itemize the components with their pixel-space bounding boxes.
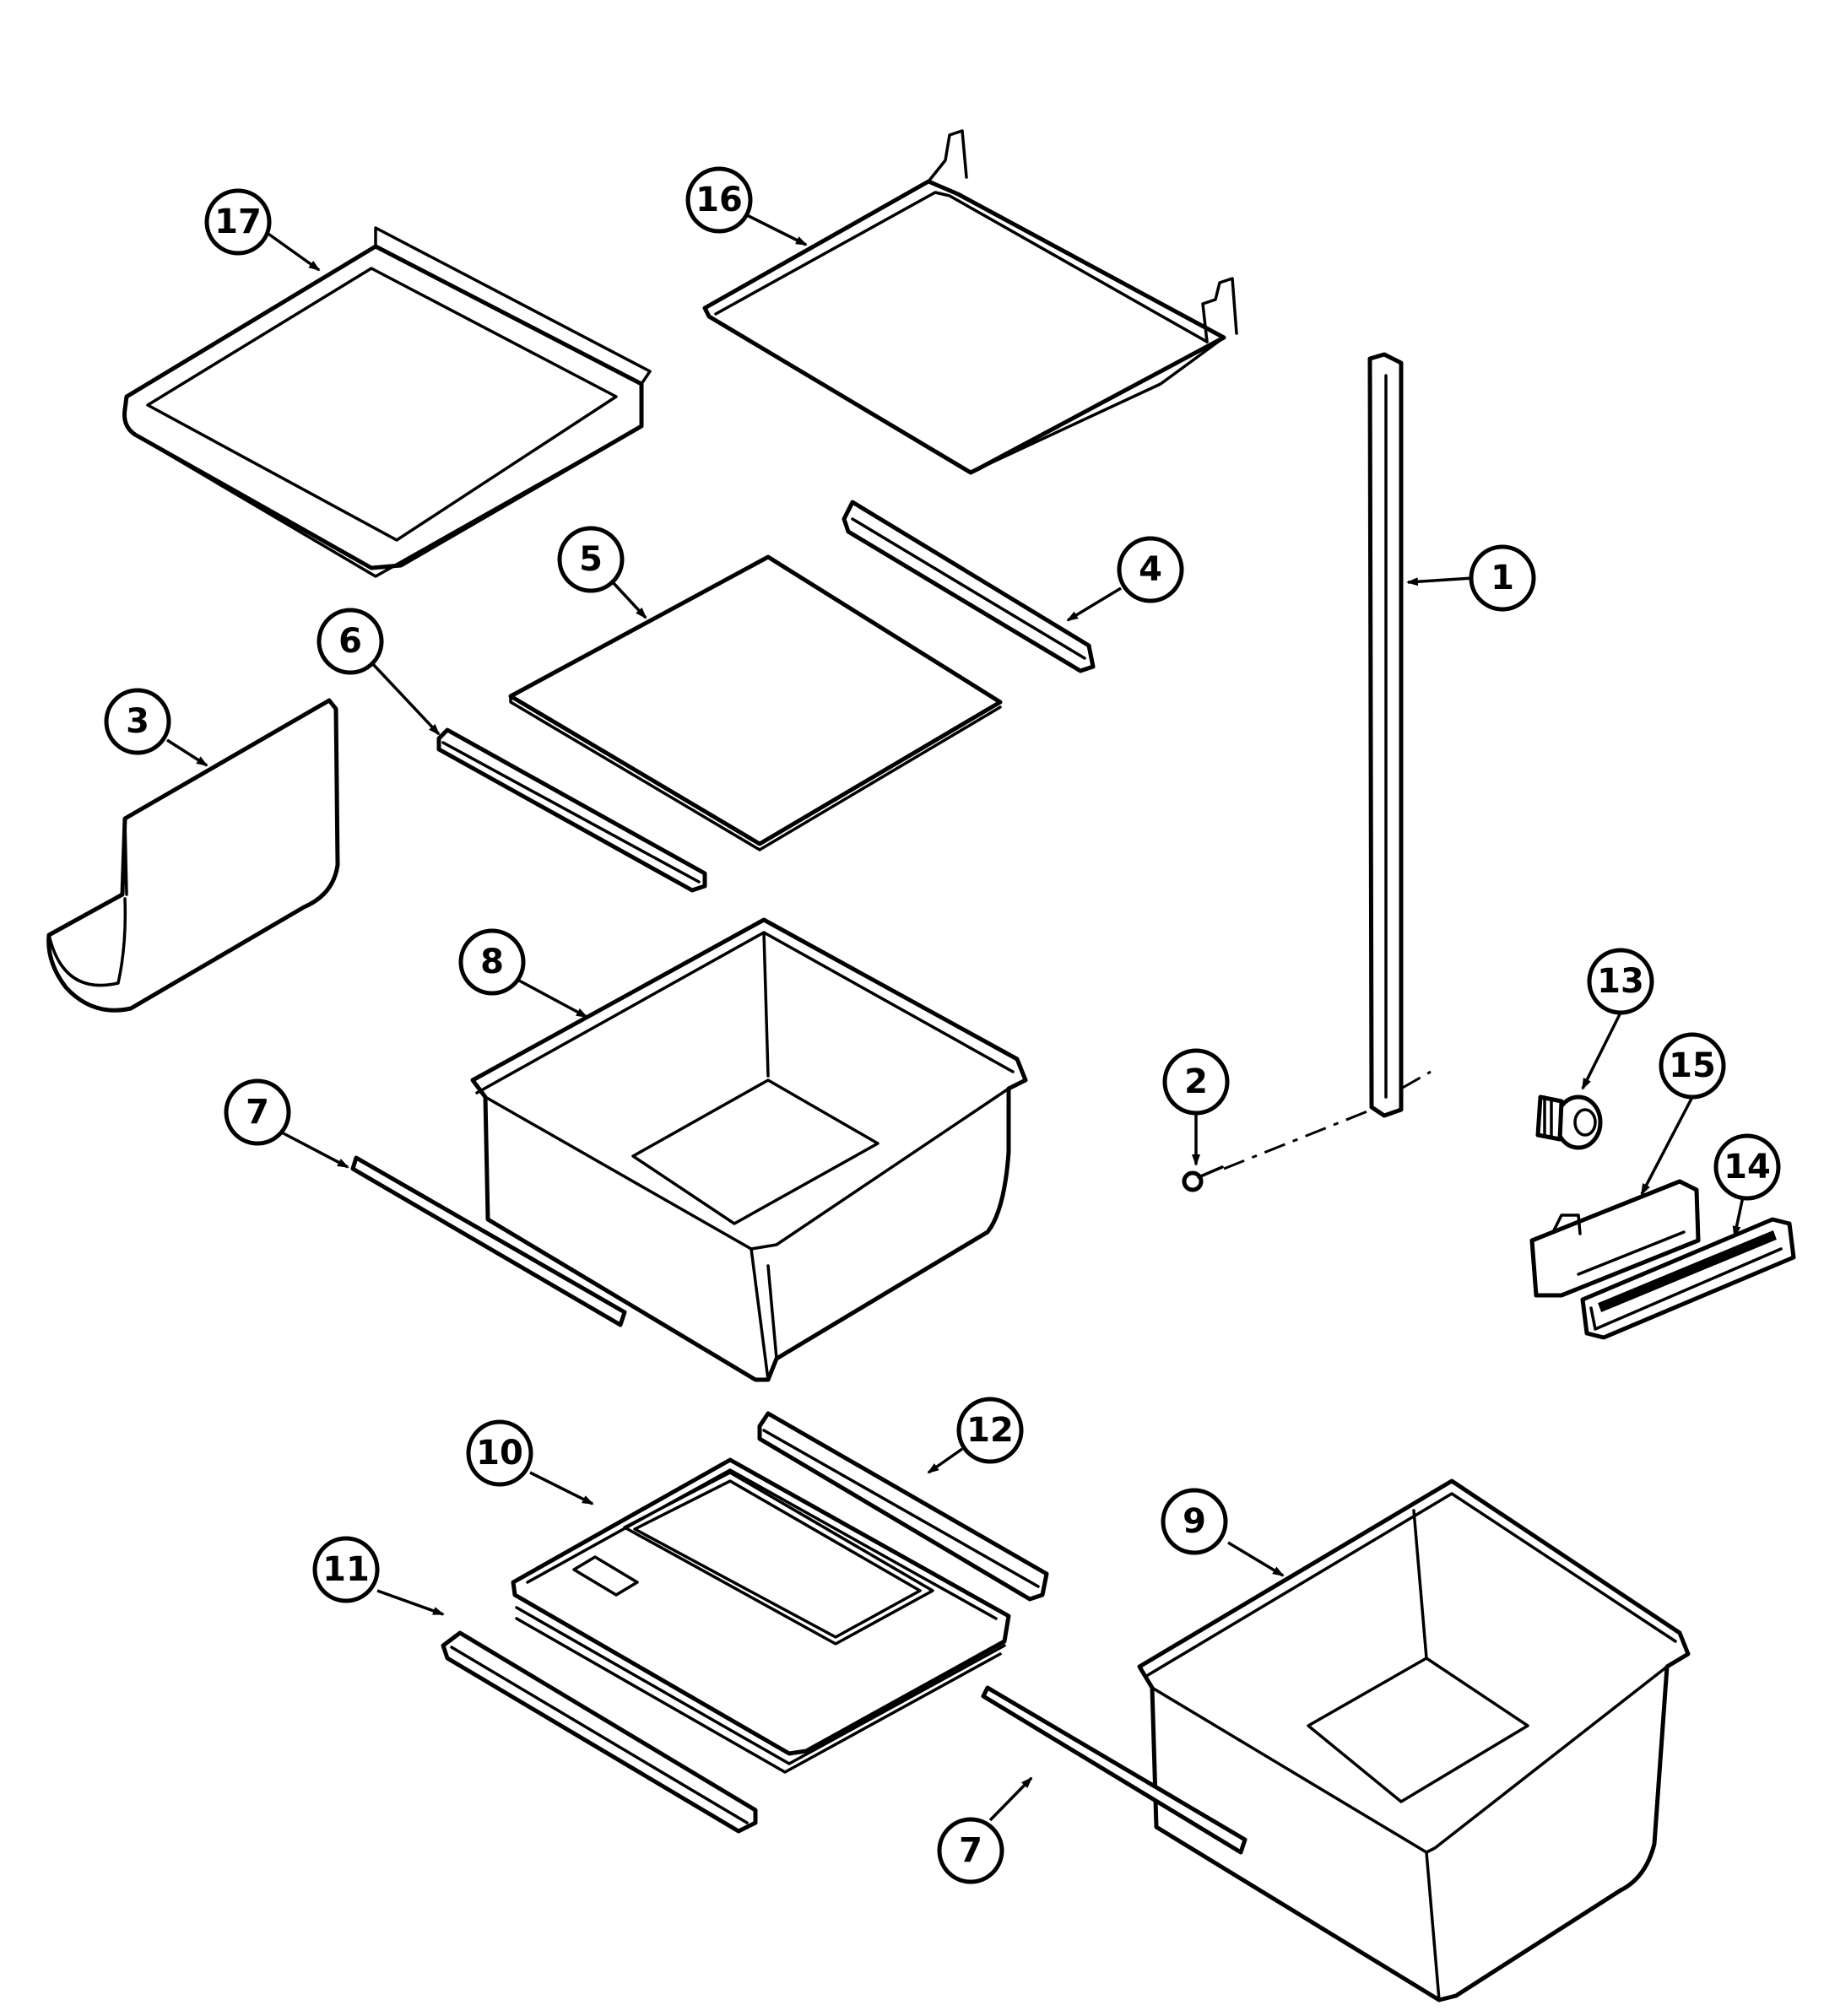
callout-7-lower: 7	[937, 1817, 1004, 1884]
callout-17: 17	[204, 188, 272, 256]
part-7-trim-lower	[981, 1685, 1248, 1855]
part-13-knob	[1535, 1094, 1603, 1150]
callout-15: 15	[1659, 1032, 1726, 1100]
callout-3: 3	[104, 688, 171, 755]
part-4-shelf-trim	[842, 500, 1096, 673]
callout-8: 8	[458, 928, 526, 996]
callout-5-label: 5	[579, 540, 603, 579]
leader-lines	[166, 213, 1745, 1822]
callout-9: 9	[1161, 1488, 1228, 1555]
callout-7-upper-label: 7	[246, 1093, 269, 1132]
callout-4-label: 4	[1139, 550, 1162, 589]
callout-1-label: 1	[1491, 559, 1514, 597]
callout-11-label: 11	[322, 1550, 370, 1589]
callout-2: 2	[1162, 1048, 1230, 1116]
callout-8-label: 8	[480, 943, 504, 981]
callout-11: 11	[312, 1536, 380, 1603]
part-9-crisper-pan	[1137, 1478, 1691, 2002]
callout-15-label: 15	[1669, 1046, 1716, 1085]
callout-14-label: 14	[1724, 1148, 1771, 1186]
callout-13-label: 13	[1597, 962, 1644, 1001]
callout-4: 4	[1117, 536, 1184, 603]
callout-12: 12	[956, 1397, 1024, 1464]
part-2-screw	[1182, 1070, 1432, 1192]
callout-10: 10	[466, 1419, 533, 1487]
callout-14: 14	[1713, 1133, 1781, 1201]
callout-6-label: 6	[338, 622, 362, 661]
part-1-shelf-ladder	[1367, 352, 1404, 1118]
part-14-slide-control	[1580, 1217, 1796, 1340]
part-11-cover-trim	[441, 1630, 758, 1834]
callout-3-label: 3	[126, 702, 149, 741]
part-17-shelf-frame	[122, 226, 652, 578]
part-15-control-housing	[1529, 1179, 1701, 1298]
part-6-shelf-trim	[436, 727, 707, 893]
part-7-trim-upper	[350, 1155, 627, 1327]
part-3-pan-cover	[46, 698, 340, 1013]
callout-17-label: 17	[214, 203, 262, 241]
part-10-crisper-cover	[511, 1457, 1011, 1774]
callout-5: 5	[557, 526, 625, 593]
callout-16: 16	[685, 166, 753, 234]
callout-7-lower-label: 7	[959, 1831, 982, 1870]
part-8-crisper-pan	[470, 917, 1028, 1382]
callout-1: 1	[1469, 544, 1536, 612]
callout-13: 13	[1587, 948, 1654, 1015]
callout-9-label: 9	[1183, 1502, 1206, 1541]
callout-16-label: 16	[696, 181, 743, 219]
callout-7-upper: 7	[224, 1078, 291, 1146]
part-5-glass-panel	[508, 554, 1003, 851]
part-12-cover-trim	[757, 1411, 1049, 1602]
callout-6: 6	[317, 608, 384, 675]
callout-10-label: 10	[476, 1434, 523, 1473]
part-16-cantilever-shelf	[702, 129, 1238, 475]
callout-12-label: 12	[966, 1411, 1014, 1450]
callout-2-label: 2	[1184, 1062, 1208, 1101]
